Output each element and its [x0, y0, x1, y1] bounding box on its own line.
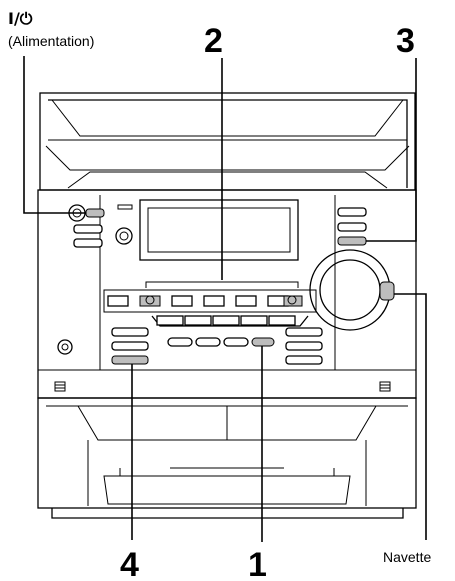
oval-button-2[interactable] [195, 337, 221, 347]
function-button-r3[interactable] [285, 355, 323, 365]
callout-number-1: 1 [248, 546, 267, 581]
oval-button-3[interactable] [223, 337, 249, 347]
transport-button-4[interactable] [240, 315, 268, 326]
navette-callout-label: Navette [383, 549, 431, 565]
right-button-b[interactable] [337, 222, 367, 232]
right-button-highlighted[interactable] [337, 236, 367, 246]
speaker-grille-icon [54, 381, 66, 392]
left-button-a[interactable] [73, 224, 103, 234]
transport-button-2[interactable] [184, 315, 212, 326]
left-controls [57, 204, 105, 355]
left-button-b[interactable] [73, 238, 103, 248]
disc-button-3[interactable] [171, 295, 193, 307]
callout-number-2: 2 [204, 22, 223, 60]
right-function-buttons [285, 327, 323, 365]
center-oval-buttons [167, 337, 275, 347]
function-button-r1[interactable] [285, 327, 323, 337]
power-symbol-label: I/⏻ [8, 9, 33, 28]
function-button-l3[interactable] [111, 355, 149, 365]
oval-button-4[interactable] [251, 337, 275, 347]
transport-controls [151, 315, 309, 327]
leader-lines [23, 56, 427, 542]
right-button-a[interactable] [337, 207, 367, 217]
phones-jack[interactable] [57, 339, 73, 355]
transport-button-1[interactable] [156, 315, 184, 326]
right-controls [309, 207, 395, 331]
jog-dial-icon[interactable] [309, 249, 395, 331]
leader-power [23, 56, 86, 214]
display-window [139, 199, 299, 261]
leader-navette [394, 293, 427, 540]
callout-number-4: 4 [120, 546, 139, 581]
power-callout-label: (Alimentation) [8, 33, 94, 49]
function-button-l2[interactable] [111, 341, 149, 351]
display-area [115, 199, 299, 261]
disc-button-4[interactable] [203, 295, 225, 307]
disc-button-row [103, 281, 317, 313]
function-button-l1[interactable] [111, 327, 149, 337]
oval-button-1[interactable] [167, 337, 193, 347]
knob-small[interactable] [115, 227, 133, 245]
disc-button-1[interactable] [107, 295, 129, 307]
transport-button-5[interactable] [268, 315, 296, 326]
transport-button-3[interactable] [212, 315, 240, 326]
function-button-r2[interactable] [285, 341, 323, 351]
disc-button-7[interactable] [283, 295, 303, 307]
disc-button-5[interactable] [235, 295, 257, 307]
power-button[interactable] [85, 208, 105, 218]
leader-3 [366, 58, 417, 242]
callout-number-3: 3 [396, 22, 415, 60]
stereo-unit-body [37, 92, 417, 519]
left-function-buttons [111, 327, 149, 365]
